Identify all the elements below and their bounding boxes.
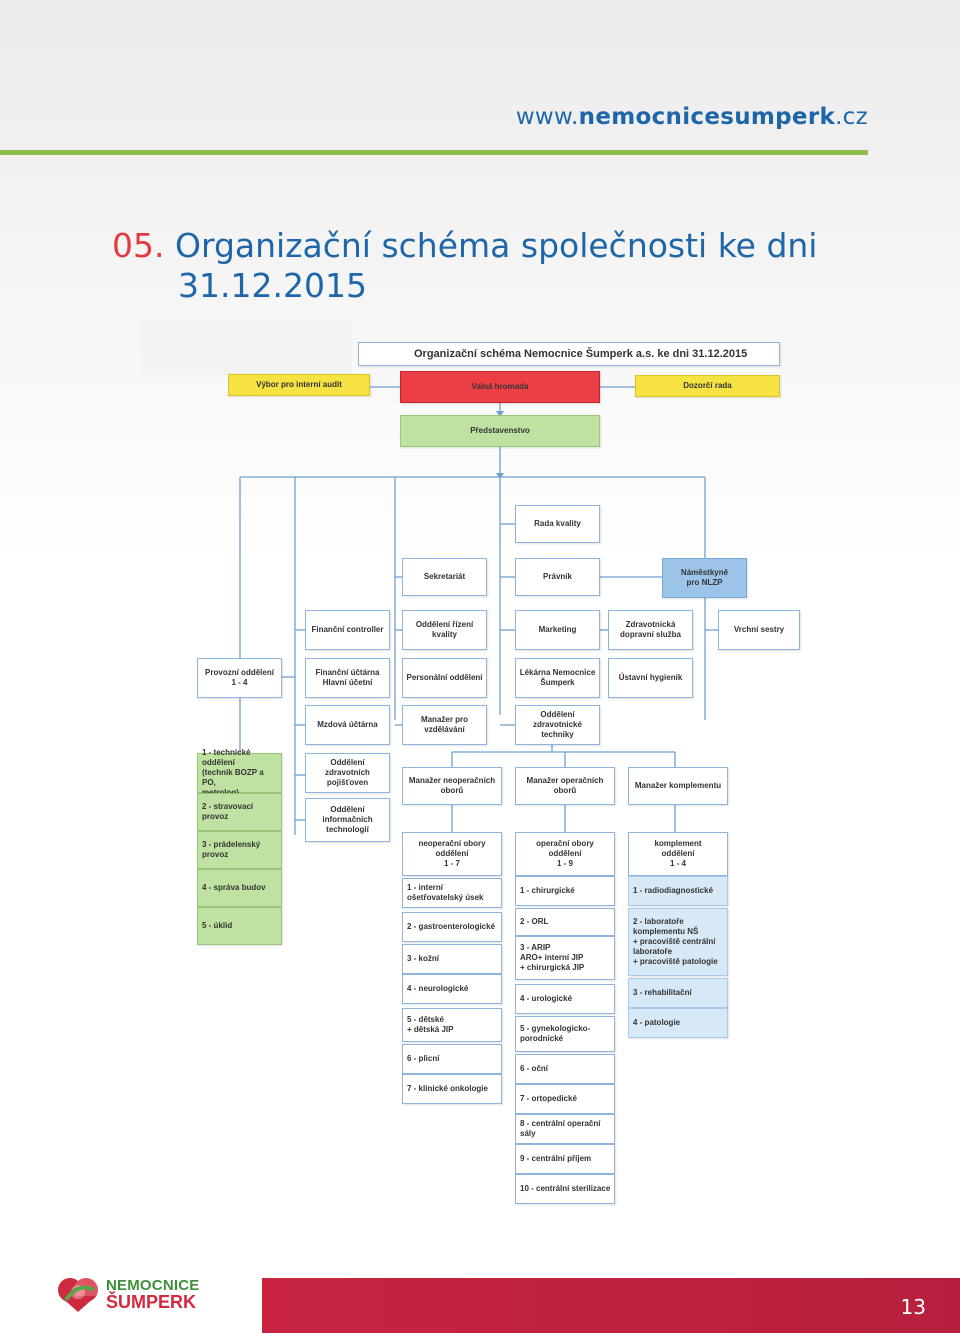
secretariat-box: Sekretariát bbox=[402, 558, 487, 596]
operations-unit-5: 5 - úklid bbox=[197, 907, 282, 945]
it-department-box: Oddělení informačních technologií bbox=[305, 798, 390, 842]
op-unit-3: 3 - ARIP ARO+ interní JIP + chirurgická … bbox=[515, 936, 615, 980]
title-line-2: 31.12.2015 bbox=[178, 266, 367, 305]
nonop-unit-1: 1 - interní ošetřovatelský úsek bbox=[402, 878, 502, 908]
op-unit-2: 2 - ORL bbox=[515, 908, 615, 936]
logo-text-line-2: ŠUMPERK bbox=[106, 1292, 197, 1312]
footer-bar bbox=[262, 1278, 960, 1333]
logo-text-line-1: NEMOCNICE bbox=[106, 1277, 200, 1294]
general-meeting-box: Valná hromada bbox=[400, 371, 600, 403]
hygienist-box: Ústavní hygienik bbox=[608, 658, 693, 698]
compl-unit-1: 1 - radiodiagnostické bbox=[628, 876, 728, 906]
supervisory-board-box: Dozorčí rada bbox=[635, 375, 780, 397]
chart-heading: Organizační schéma Nemocnice Šumperk a.s… bbox=[358, 342, 780, 366]
hospital-logo: NEMOCNICE ŠUMPERK bbox=[56, 1275, 206, 1315]
medical-technology-box: Oddělení zdravotnické techniky bbox=[515, 705, 600, 745]
complement-header: komplement oddělení 1 - 4 bbox=[628, 832, 728, 876]
op-unit-1: 1 - chirurgické bbox=[515, 876, 615, 906]
lawyer-box: Právník bbox=[515, 558, 600, 596]
nonoperative-manager-box: Manažer neoperačních oborů bbox=[402, 767, 502, 805]
pharmacy-box: Lékárna Nemocnice Šumperk bbox=[515, 658, 600, 698]
insurance-department-box: Oddělení zdravotních pojišťoven bbox=[305, 753, 390, 793]
nonop-unit-5: 5 - dětské + dětská JIP bbox=[402, 1008, 502, 1042]
operations-unit-1: 1 - technické oddělení (technik BOZP a P… bbox=[197, 748, 282, 797]
operations-unit-2: 2 - stravovací provoz bbox=[197, 793, 282, 831]
financial-accounting-box: Finanční účtárna Hlavní účetní bbox=[305, 658, 390, 698]
op-unit-4: 4 - urologické bbox=[515, 984, 615, 1014]
heart-logo-icon bbox=[58, 1278, 98, 1312]
section-title: 05. Organizační schéma společnosti ke dn… bbox=[112, 226, 817, 306]
compl-unit-3: 3 - rehabilitační bbox=[628, 978, 728, 1008]
hr-department-box: Personální oddělení bbox=[402, 658, 487, 698]
board-of-directors-box: Představenstvo bbox=[400, 415, 600, 447]
quality-council-box: Rada kvality bbox=[515, 505, 600, 543]
op-unit-10: 10 - centrální sterilizace bbox=[515, 1174, 615, 1204]
financial-controller-box: Finanční controller bbox=[305, 610, 390, 650]
operations-department-box: Provozní oddělení 1 - 4 bbox=[197, 658, 282, 698]
org-chart: Organizační schéma Nemocnice Šumperk a.s… bbox=[140, 320, 800, 1220]
nonop-unit-7: 7 - klinické onkologie bbox=[402, 1074, 502, 1104]
op-unit-9: 9 - centrální příjem bbox=[515, 1144, 615, 1174]
payroll-box: Mzdová účtárna bbox=[305, 705, 390, 745]
compl-unit-2: 2 - laboratoře komplementu NŠ + pracoviš… bbox=[628, 908, 728, 976]
head-nurses-box: Vrchní sestry bbox=[718, 610, 800, 650]
operations-unit-4: 4 - správa budov bbox=[197, 869, 282, 907]
complement-manager-box: Manažer komplementu bbox=[628, 767, 728, 805]
title-line-1: Organizační schéma společnosti ke dni bbox=[174, 226, 818, 265]
compl-unit-4: 4 - patologie bbox=[628, 1008, 728, 1038]
deputy-nlzp-box: Náměstkyně pro NLZP bbox=[662, 558, 747, 598]
op-unit-7: 7 - ortopedické bbox=[515, 1084, 615, 1114]
operations-unit-3: 3 - prádelenský provoz bbox=[197, 831, 282, 869]
marketing-box: Marketing bbox=[515, 610, 600, 650]
op-unit-8: 8 - centrální operační sály bbox=[515, 1114, 615, 1144]
nonoperative-header: neoperační obory oddělení 1 - 7 bbox=[402, 832, 502, 876]
header-rule bbox=[0, 150, 868, 155]
nonop-unit-4: 4 - neurologické bbox=[402, 974, 502, 1004]
medical-transport-box: Zdravotnická dopravní služba bbox=[608, 610, 693, 650]
nonop-unit-6: 6 - plicní bbox=[402, 1044, 502, 1074]
section-number: 05. bbox=[112, 226, 165, 265]
operative-manager-box: Manažer operačních oborů bbox=[515, 767, 615, 805]
website-url[interactable]: www.nemocnicesumperk.cz bbox=[515, 104, 868, 130]
audit-committee-box: Výbor pro interní audit bbox=[228, 374, 370, 396]
op-unit-6: 6 - oční bbox=[515, 1054, 615, 1084]
op-unit-5: 5 - gynekologicko- porodnické bbox=[515, 1016, 615, 1052]
operative-header: operační obory oddělení 1 - 9 bbox=[515, 832, 615, 876]
page-number: 13 bbox=[900, 1295, 926, 1319]
scan-background bbox=[140, 320, 352, 375]
nonop-unit-3: 3 - kožní bbox=[402, 944, 502, 974]
education-manager-box: Manažer pro vzdělávání bbox=[402, 705, 487, 745]
quality-department-box: Oddělení řízení kvality bbox=[402, 610, 487, 650]
nonop-unit-2: 2 - gastroenterologické bbox=[402, 912, 502, 942]
